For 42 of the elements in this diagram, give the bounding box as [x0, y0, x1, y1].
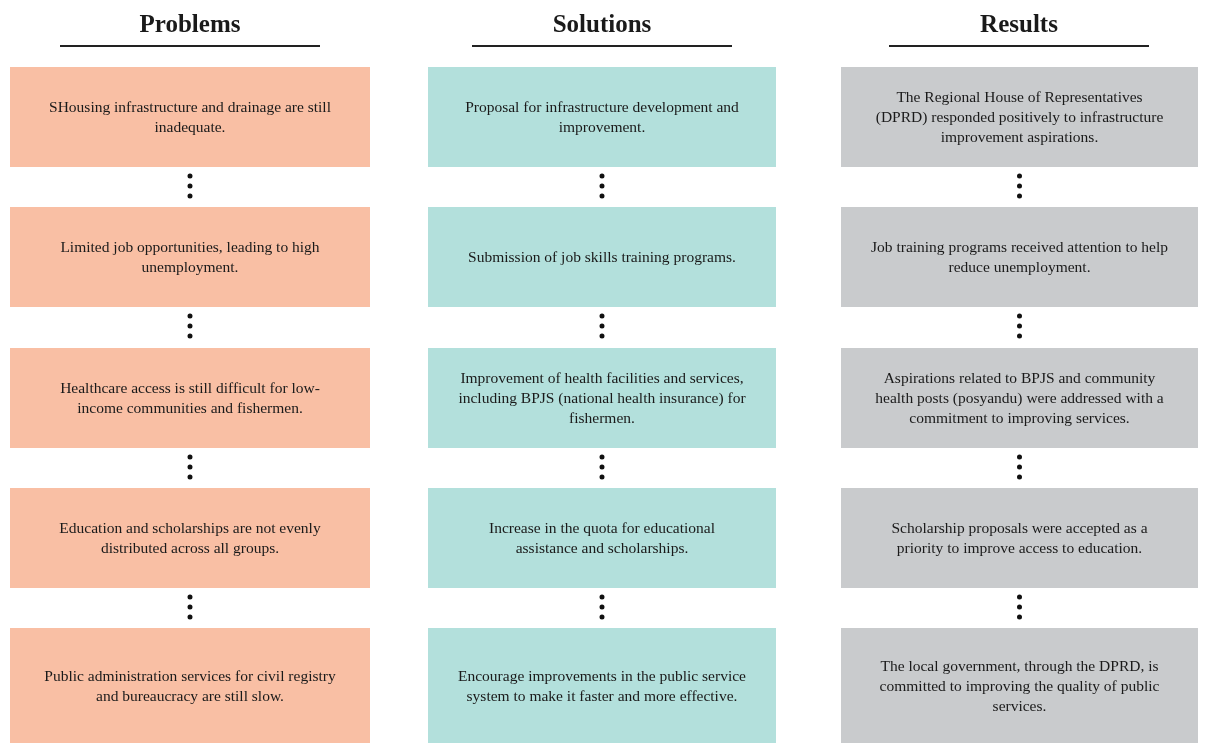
- text-box: [428, 67, 776, 167]
- box-text: The Regional House of Representatives (DPRD) responded positively to infrastructure improvement aspirations.: [874, 87, 1165, 147]
- box-text: Submission of job skills training programs.: [468, 247, 736, 267]
- text-box: [841, 67, 1198, 167]
- text-box: [10, 488, 370, 588]
- dotted-connector: [187, 173, 193, 201]
- dotted-connector: [187, 594, 193, 622]
- column-heading: Problems: [138, 9, 242, 39]
- box-text: Increase in the quota for educational assistance and scholarships.: [488, 518, 716, 558]
- box-text: Scholarship proposals were accepted as a priority to improve access to education.: [890, 518, 1149, 558]
- box-text: Job training programs received attention to help reduce unemployment.: [871, 237, 1168, 277]
- box-text: Education and scholarships are not evenly distributed across all groups.: [58, 518, 322, 558]
- box-text: Limited job opportunities, leading to high unemployment.: [59, 237, 321, 277]
- dotted-connector: [1017, 173, 1022, 201]
- text-box: [841, 207, 1198, 307]
- text-box: [428, 628, 776, 743]
- box-text: SHousing infrastructure and drainage are still inadequate.: [48, 97, 332, 137]
- dotted-connector: [599, 454, 605, 482]
- box-text: Public administration services for civil registry and bureaucracy are still slow.: [43, 665, 337, 706]
- text-box: [428, 348, 776, 448]
- text-box: [10, 628, 370, 743]
- box-text: Encourage improvements in the public service system to make it faster and more effective.: [458, 665, 746, 706]
- box-text: The local government, through the DPRD, is committed to improving the quality of public services.: [878, 655, 1161, 716]
- box-text: Aspirations related to BPJS and community health posts (posyandu) were addressed with a commitment to improving services.: [874, 368, 1165, 428]
- text-box: [841, 348, 1198, 448]
- box-text: Proposal for infrastructure development and improvement.: [464, 97, 740, 137]
- text-box: [841, 628, 1198, 743]
- text-box: [428, 488, 776, 588]
- text-box: [428, 207, 776, 307]
- text-box: [841, 488, 1198, 588]
- box-text: Improvement of health facilities and services, including BPJS (national health insurance) for fishermen.: [458, 368, 746, 428]
- text-box: [10, 67, 370, 167]
- box-text: Healthcare access is still difficult for low-income communities and fishermen.: [59, 378, 321, 418]
- dotted-connector: [1017, 454, 1022, 482]
- column-heading: Solutions: [551, 9, 653, 39]
- column-heading: Results: [979, 9, 1059, 39]
- text-box: [10, 348, 370, 448]
- dotted-connector: [1017, 594, 1022, 622]
- dotted-connector: [599, 173, 605, 201]
- text-box: [10, 207, 370, 307]
- dotted-connector: [599, 594, 605, 622]
- dotted-connector: [187, 454, 193, 482]
